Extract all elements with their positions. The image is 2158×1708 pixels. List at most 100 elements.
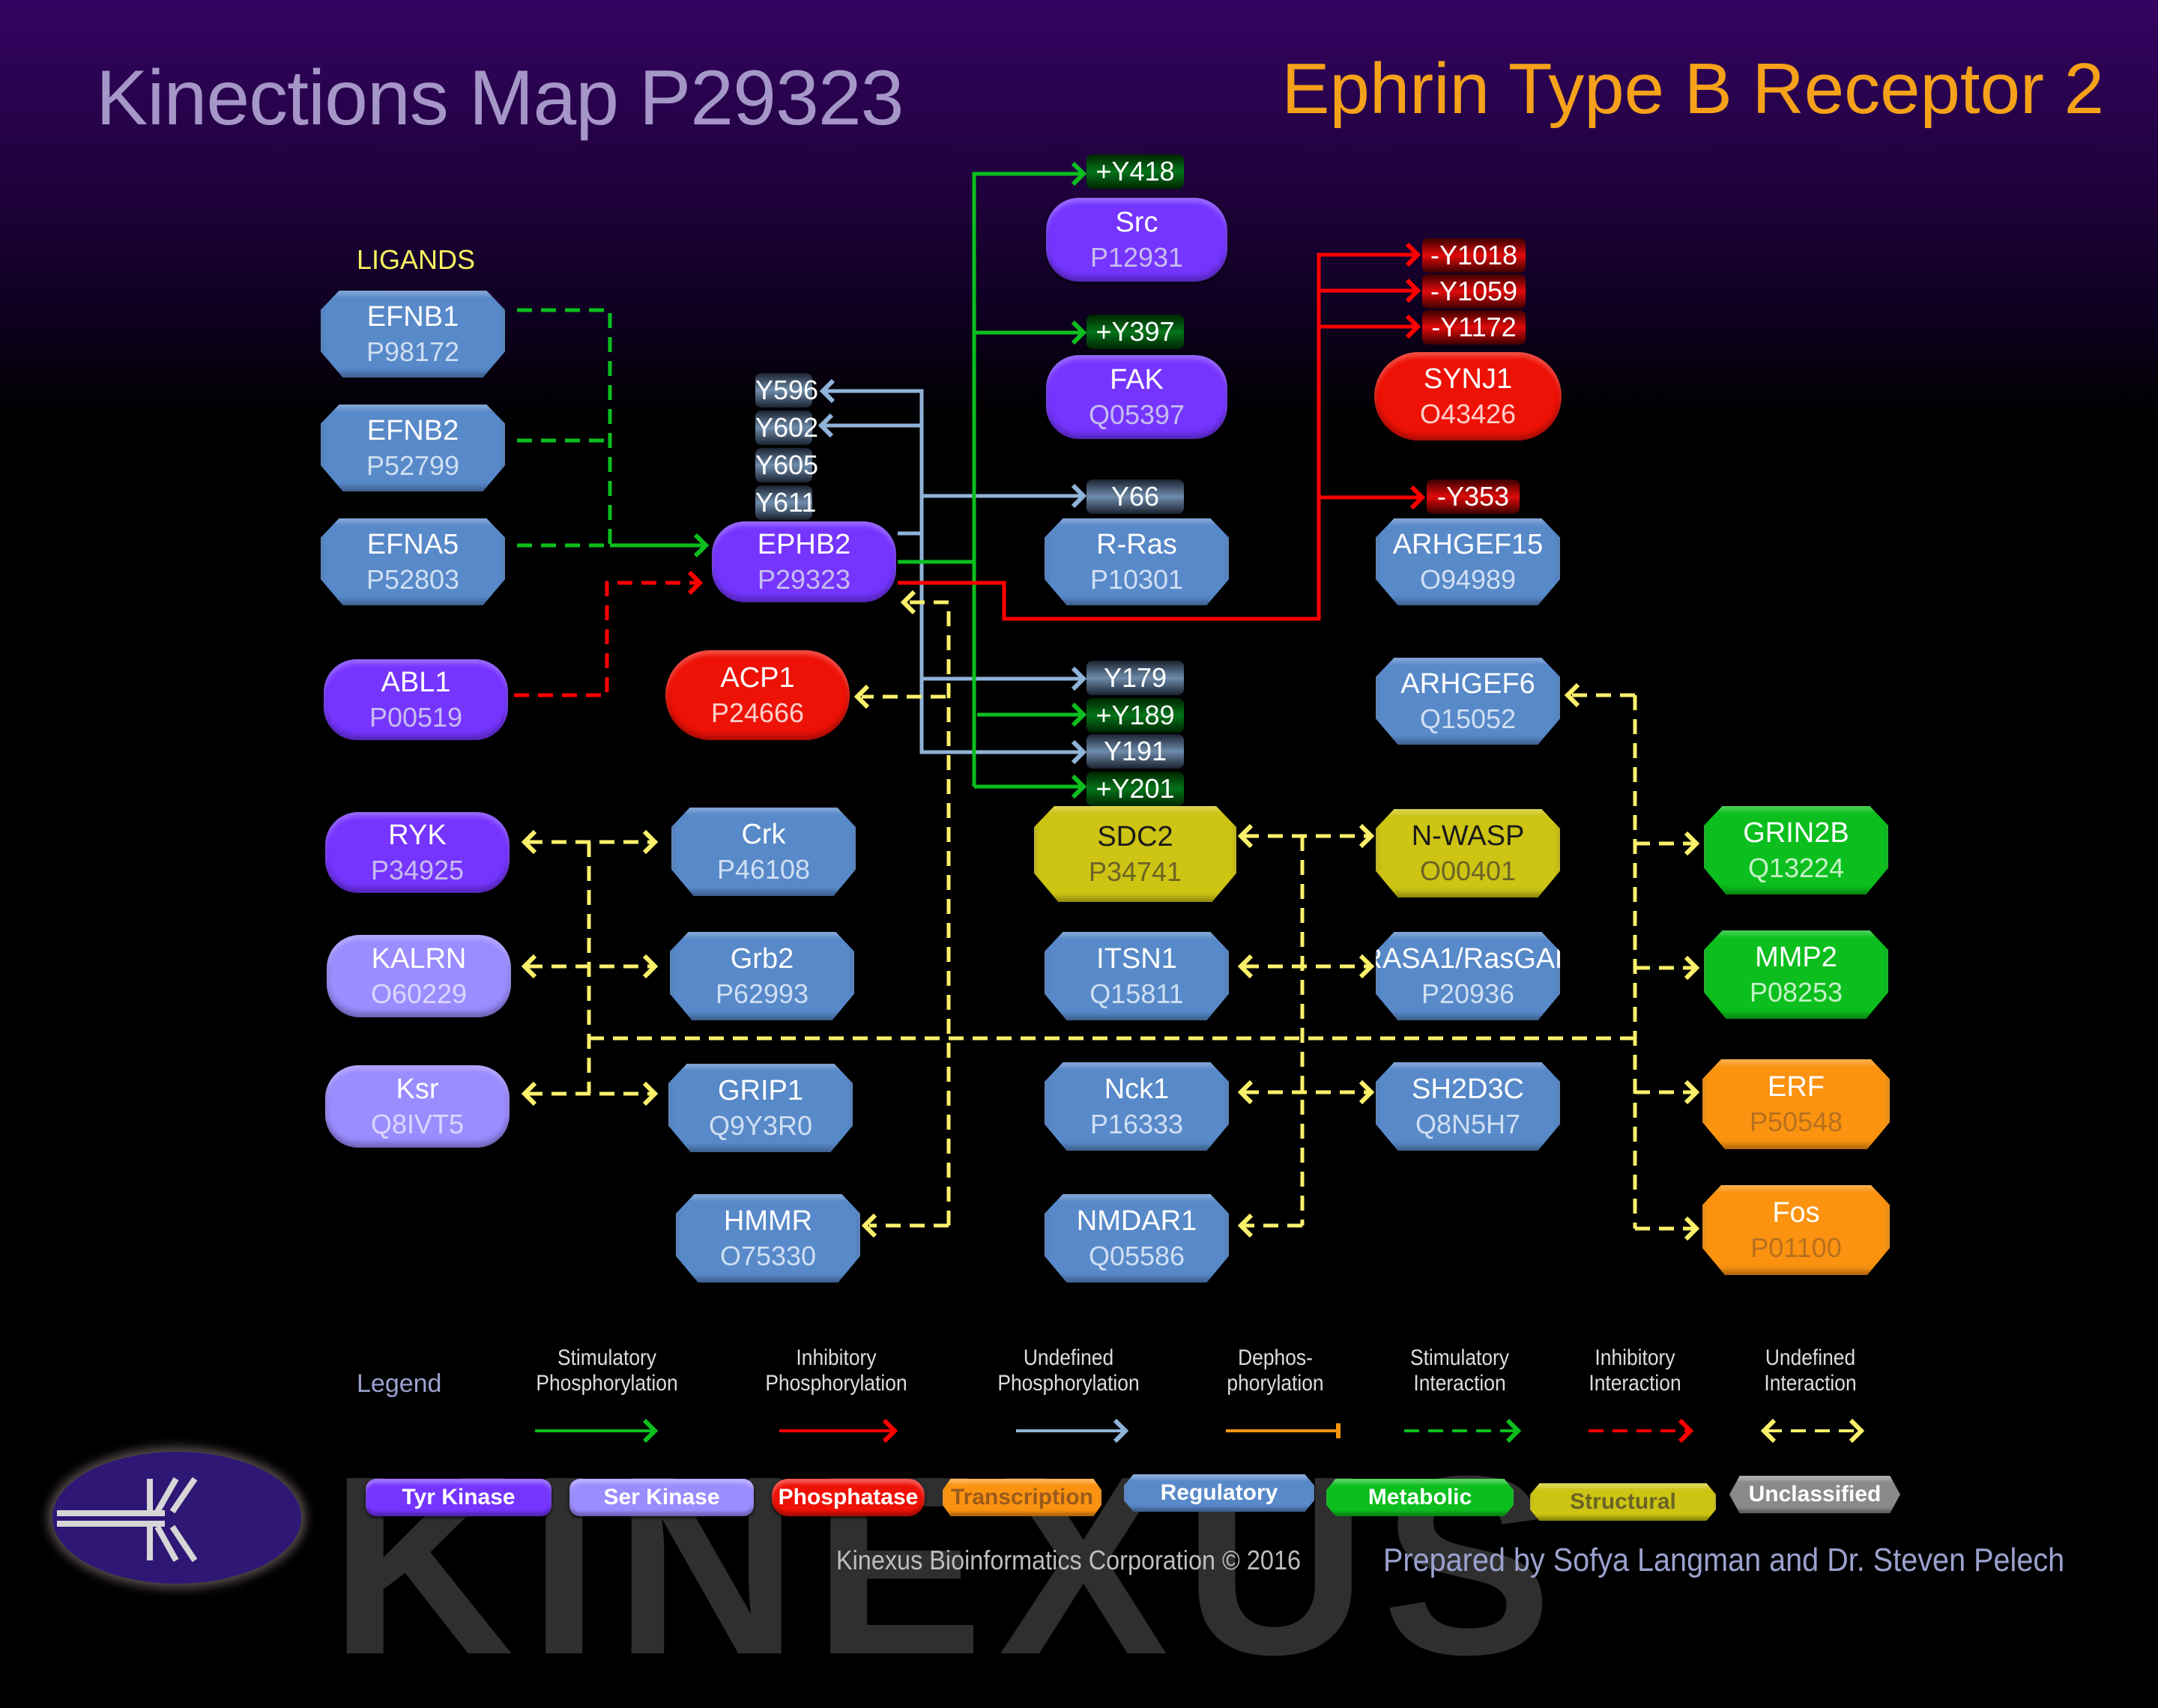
legend-text: Inhibitory Interaction — [1589, 1345, 1681, 1396]
legend-structural: Structural — [1530, 1483, 1716, 1521]
legend-text: Inhibitory Phosphorylation — [765, 1345, 907, 1396]
node-itsn1[interactable]: ITSN1 Q15811 — [1045, 932, 1229, 1020]
node-arhgef6[interactable]: ARHGEF6 Q15052 — [1376, 658, 1560, 745]
site-y1172[interactable]: -Y1172 — [1422, 310, 1526, 345]
arrowhead-icon — [1684, 1216, 1700, 1241]
arrowhead-icon — [1684, 1079, 1700, 1105]
node-grip1[interactable]: GRIP1 Q9Y3R0 — [668, 1064, 853, 1152]
node-grin2b[interactable]: GRIN2B Q13224 — [1704, 806, 1888, 894]
node-efnb1[interactable]: EFNB1 P98172 — [321, 291, 505, 378]
node-accession: Q8IVT5 — [370, 1109, 465, 1139]
arrowhead-icon — [1071, 483, 1087, 509]
arrowhead-icon — [1684, 955, 1700, 981]
node-name: GRIN2B — [1743, 817, 1849, 849]
site-y397[interactable]: +Y397 — [1086, 315, 1184, 349]
site-y602[interactable]: Y602 — [755, 411, 818, 445]
site-y1018[interactable]: -Y1018 — [1422, 238, 1526, 273]
node-ryk[interactable]: RYK P34925 — [325, 812, 510, 893]
node-name: RASA1/RasGAP — [1361, 943, 1574, 975]
legend-label-stim-phos: Stimulatory Phosphorylation — [534, 1345, 680, 1396]
site-y605[interactable]: Y605 — [755, 448, 818, 482]
legend-arrowhead-icon — [1113, 1418, 1129, 1444]
node-sdc2[interactable]: SDC2 P34741 — [1034, 806, 1236, 902]
legend-text: Undefined Interaction — [1764, 1345, 1857, 1396]
node-hmmr[interactable]: HMMR O75330 — [676, 1194, 860, 1282]
node-synj1[interactable]: SYNJ1 O43426 — [1374, 352, 1562, 440]
node-ksr[interactable]: Ksr Q8IVT5 — [325, 1065, 510, 1148]
node-accession: Q15052 — [1419, 703, 1517, 734]
arrowhead-icon — [1071, 666, 1087, 691]
node-accession: P08253 — [1749, 977, 1843, 1008]
node-erf[interactable]: ERF P50548 — [1702, 1059, 1890, 1149]
node-accession: P24666 — [710, 697, 805, 728]
node-name: R-Ras — [1096, 529, 1177, 560]
site-y418[interactable]: +Y418 — [1086, 154, 1184, 189]
node-fos[interactable]: Fos P01100 — [1702, 1185, 1890, 1275]
node-kalrn[interactable]: KALRN O60229 — [327, 935, 511, 1017]
edge-ephb2-y596 — [824, 389, 924, 536]
node-acp1[interactable]: ACP1 P24666 — [665, 650, 850, 740]
site-y611[interactable]: Y611 — [755, 485, 816, 520]
arrowhead-icon — [642, 829, 659, 855]
site-y179[interactable]: Y179 — [1086, 661, 1184, 695]
node-abl1[interactable]: ABL1 P00519 — [324, 659, 508, 740]
node-sh2d3c[interactable]: SH2D3C Q8N5H7 — [1376, 1062, 1560, 1151]
legend-phosphatase: Phosphatase — [772, 1479, 925, 1516]
arrowhead-icon — [1237, 1079, 1254, 1105]
node-src[interactable]: Src P12931 — [1046, 198, 1227, 282]
edge-layer — [514, 161, 1865, 1444]
site-y201[interactable]: +Y201 — [1086, 772, 1184, 806]
prepared-by: Prepared by Sofya Langman and Dr. Steven… — [1383, 1542, 2065, 1578]
node-name: EFNA5 — [366, 529, 459, 560]
node-accession: Q05397 — [1088, 399, 1185, 430]
node-nwasp[interactable]: N-WASP O00401 — [1376, 809, 1560, 897]
node-rras[interactable]: R-Ras P10301 — [1045, 518, 1229, 605]
node-nck1[interactable]: Nck1 P16333 — [1045, 1062, 1229, 1151]
node-grb2[interactable]: Grb2 P62993 — [670, 932, 854, 1020]
node-name: EFNB2 — [366, 415, 459, 446]
site-y66[interactable]: Y66 — [1086, 479, 1184, 514]
site-y191[interactable]: Y191 — [1086, 734, 1184, 769]
node-nmdar1[interactable]: NMDAR1 Q05586 — [1045, 1194, 1229, 1282]
node-accession: P34925 — [370, 855, 465, 885]
node-name: Grb2 — [730, 943, 794, 975]
node-ephb2[interactable]: EPHB2 P29323 — [712, 521, 896, 602]
arrowhead-icon — [861, 1213, 877, 1238]
node-fak[interactable]: FAK Q05397 — [1046, 355, 1227, 439]
node-name: MMP2 — [1755, 942, 1837, 973]
arrowhead-icon — [521, 954, 537, 979]
legend-arrowhead-icon — [882, 1418, 898, 1444]
legend-arrowhead-icon — [1505, 1418, 1522, 1444]
arrowhead-icon — [1405, 278, 1421, 303]
node-name: ARHGEF15 — [1392, 529, 1544, 560]
site-y596[interactable]: Y596 — [755, 373, 818, 408]
legend-regulatory: Regulatory — [1124, 1474, 1314, 1512]
node-accession: P52803 — [366, 564, 460, 595]
arrowhead-icon — [1405, 242, 1421, 267]
node-accession: Q9Y3R0 — [708, 1110, 813, 1141]
node-rasa1[interactable]: RASA1/RasGAP P20936 — [1376, 932, 1560, 1020]
node-crk[interactable]: Crk P46108 — [671, 808, 856, 896]
legend-label-inh-int: Inhibitory Interaction — [1562, 1345, 1708, 1396]
arrowhead-icon — [521, 829, 537, 855]
node-efnb2[interactable]: EFNB2 P52799 — [321, 405, 505, 491]
node-efna5[interactable]: EFNA5 P52803 — [321, 518, 505, 605]
legend-text: Dephos- phorylation — [1227, 1345, 1324, 1396]
kinexus-logo — [52, 1452, 301, 1584]
node-name: SDC2 — [1097, 821, 1173, 853]
node-mmp2[interactable]: MMP2 P08253 — [1704, 930, 1888, 1019]
node-arhgef15[interactable]: ARHGEF15 O94989 — [1376, 518, 1560, 605]
legend-label-inh-phos: Inhibitory Phosphorylation — [764, 1345, 909, 1396]
edge-ephb2-y1018 — [898, 252, 1416, 621]
node-name: KALRN — [371, 943, 467, 975]
arrowhead-icon — [900, 590, 916, 615]
site-y189[interactable]: +Y189 — [1086, 698, 1184, 733]
site-y1059[interactable]: -Y1059 — [1422, 274, 1526, 309]
site-y353[interactable]: -Y353 — [1427, 479, 1520, 514]
node-name: EPHB2 — [757, 529, 851, 560]
node-name: ARHGEF6 — [1400, 668, 1535, 700]
legend-unclassified: Unclassified — [1729, 1476, 1900, 1513]
arrowhead-icon — [1684, 831, 1700, 856]
node-name: SYNJ1 — [1423, 363, 1513, 395]
edge-ephb2-main-yellow — [908, 600, 951, 1226]
